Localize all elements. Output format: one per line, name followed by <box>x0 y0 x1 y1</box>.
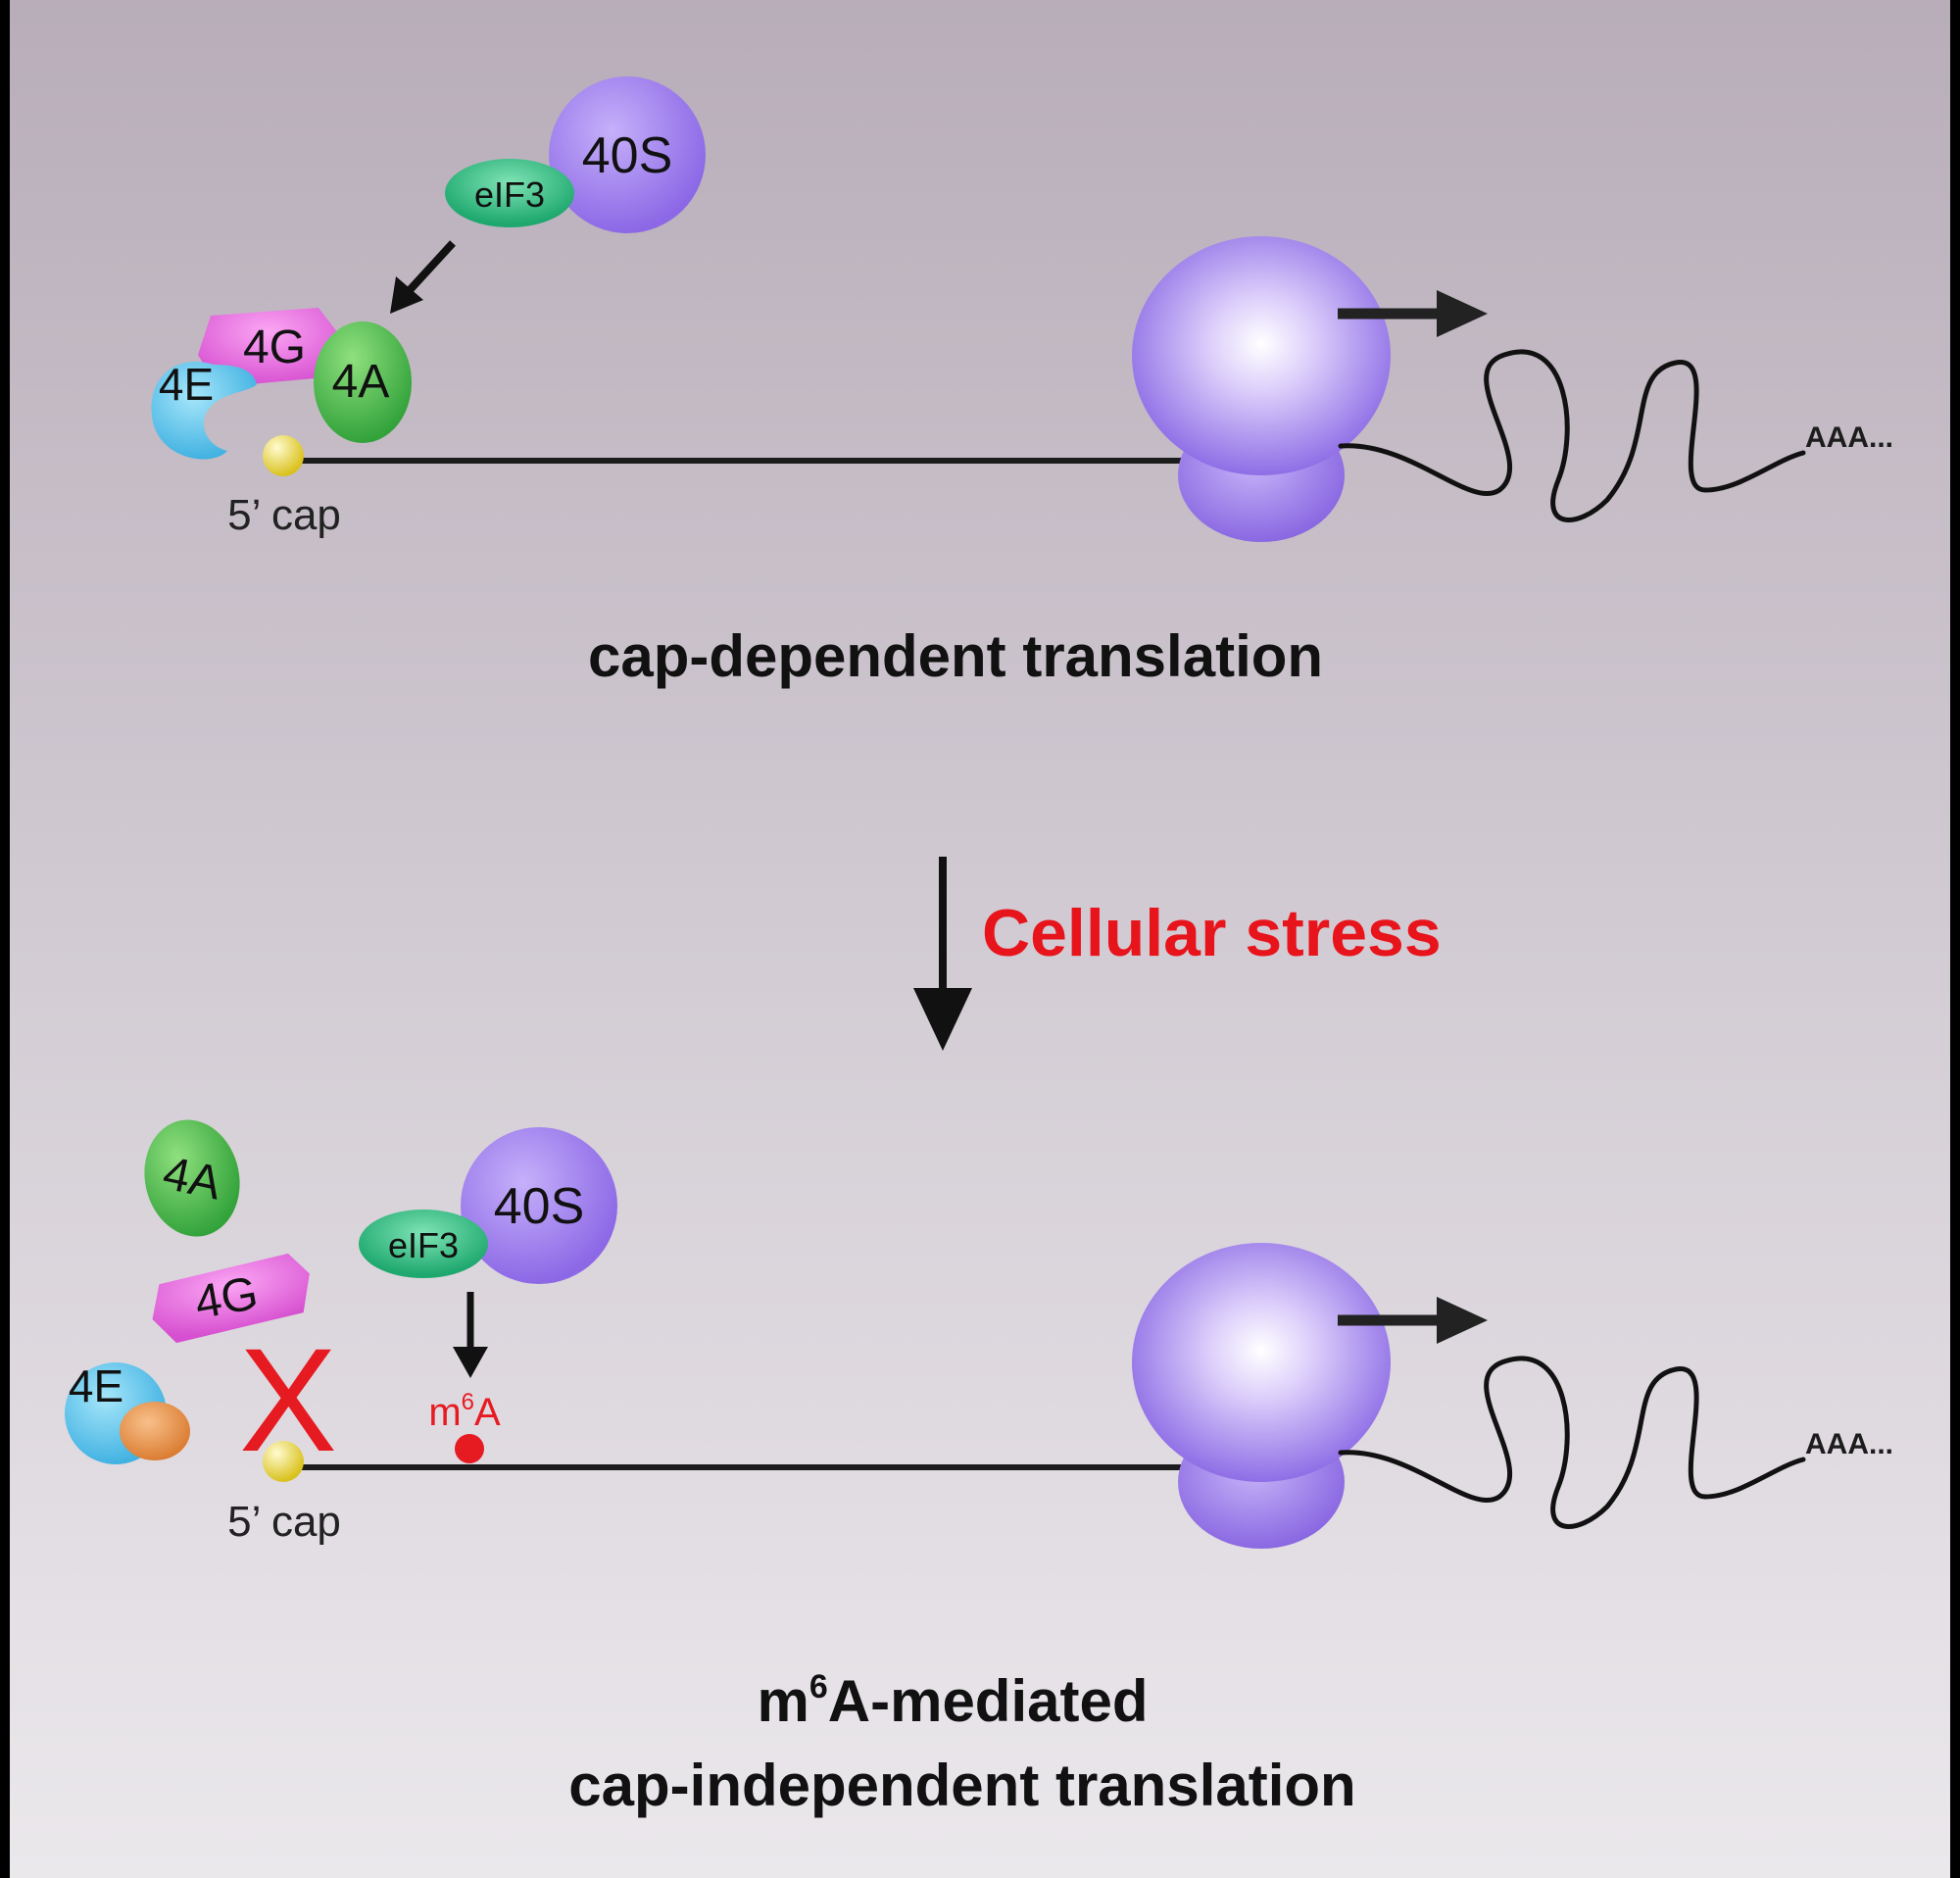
eif4f-complex: 4G 4E 4A <box>151 308 412 460</box>
recruitment-arrow <box>390 240 456 314</box>
bottom-panel: AAA... 4A 4G 4E X 5’ cap 40S e <box>65 1119 1893 1818</box>
bottom-panel-title-line2: cap-independent translation <box>568 1753 1355 1818</box>
label-4g: 4G <box>243 321 306 373</box>
stress-label: Cellular stress <box>982 896 1442 970</box>
polypeptide-chain-bottom <box>1338 1356 1806 1529</box>
top-panel-title: cap-dependent translation <box>588 623 1323 689</box>
translation-direction-arrow-bottom <box>1338 1297 1488 1344</box>
orange-binding-protein <box>120 1402 190 1460</box>
eif4a-protein-free <box>144 1119 240 1237</box>
eif3-protein-bottom <box>359 1210 488 1278</box>
label-4e-bottom: 4E <box>69 1360 123 1411</box>
translation-direction-arrow <box>1338 290 1488 337</box>
m6a-label: m6A <box>428 1389 501 1434</box>
poly-a-tail-bottom: AAA... <box>1805 1428 1893 1460</box>
m6a-site <box>455 1434 484 1463</box>
preinitiation-complex-bottom: 40S eIF3 <box>359 1127 617 1284</box>
ribosome-40s-subunit-bottom <box>461 1127 617 1284</box>
label-40s-bottom: 40S <box>494 1178 585 1235</box>
polypeptide-chain <box>1338 349 1806 522</box>
eif4a-protein <box>314 321 412 443</box>
label-4a-bottom: 4A <box>159 1147 225 1210</box>
ribosome-large-subunit-bottom <box>1132 1243 1391 1482</box>
eif3-protein <box>445 159 574 227</box>
preinitiation-complex: 40S eIF3 <box>445 76 706 233</box>
poly-a-tail: AAA... <box>1805 421 1893 454</box>
label-4e: 4E <box>159 359 214 410</box>
eif4e-protein <box>151 361 257 460</box>
top-panel: AAA... 40S eIF3 4G 4E 4A 5’ <box>151 76 1893 689</box>
label-4a: 4A <box>332 356 390 408</box>
label-eif3-bottom: eIF3 <box>388 1225 459 1265</box>
five-prime-cap-bottom <box>263 1441 304 1482</box>
label-eif3: eIF3 <box>474 174 545 215</box>
five-prime-cap <box>263 435 304 476</box>
ribosome-40s-subunit <box>549 76 706 233</box>
ribosome <box>1132 236 1391 542</box>
eif4e-sequestered: 4E <box>65 1360 190 1464</box>
bottom-panel-title-line1: m6A-mediated <box>758 1668 1149 1734</box>
eif4g-protein-free <box>152 1253 310 1344</box>
ribosome-bottom <box>1132 1243 1391 1549</box>
ribosome-large-subunit <box>1132 236 1391 475</box>
label-40s: 40S <box>582 127 673 184</box>
cap-label: 5’ cap <box>227 491 341 539</box>
m6a-recruitment-arrow <box>453 1292 488 1378</box>
stress-arrow-head <box>913 988 972 1051</box>
cap-label-bottom: 5’ cap <box>227 1498 341 1546</box>
transition: Cellular stress <box>913 857 1442 1051</box>
figure-background <box>10 0 1950 1878</box>
label-4g-bottom: 4G <box>191 1267 262 1329</box>
